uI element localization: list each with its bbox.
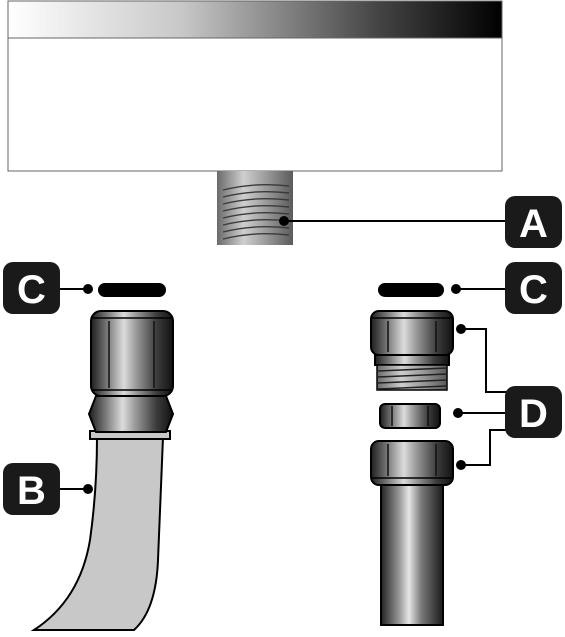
olive-ring xyxy=(379,403,441,429)
gradient-bar xyxy=(7,0,503,39)
label-a: A xyxy=(519,202,548,246)
label-badge-a: A xyxy=(505,196,562,248)
flexible-hose-connector xyxy=(30,310,175,631)
fixture-panel xyxy=(7,0,503,172)
label-b: B xyxy=(17,469,46,513)
label-badge-d: D xyxy=(505,386,562,438)
fixture-body xyxy=(7,37,503,172)
label-badge-c-left: C xyxy=(3,262,60,314)
threaded-tail xyxy=(217,171,508,245)
hose-body xyxy=(30,436,165,631)
label-c-right: C xyxy=(519,268,548,312)
label-d: D xyxy=(519,392,548,436)
compression-fitting xyxy=(370,310,508,626)
washer-left xyxy=(60,283,166,297)
washer-right xyxy=(378,283,505,297)
label-c-left: C xyxy=(17,268,46,312)
label-badge-c-right: C xyxy=(505,262,562,314)
copper-pipe xyxy=(380,484,444,626)
label-badge-b: B xyxy=(3,463,60,515)
